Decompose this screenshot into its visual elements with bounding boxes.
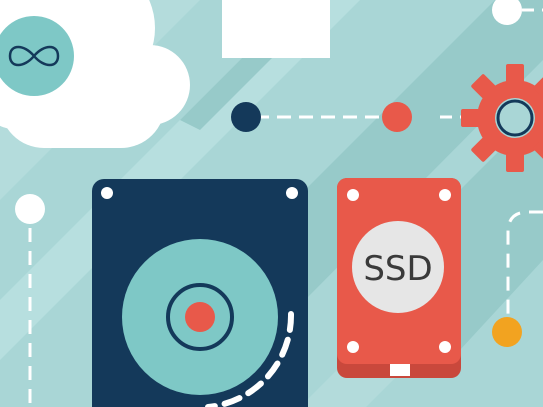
connector-dot-icon [492, 0, 522, 25]
connector-dot-icon [382, 102, 412, 132]
connector-dot-icon [15, 194, 45, 224]
connector-dot-icon [492, 317, 522, 347]
right-connector [492, 210, 543, 347]
infinity-icon [0, 16, 74, 96]
connector-dot-icon [231, 102, 261, 132]
left-connector [15, 194, 45, 407]
top-connector [231, 102, 412, 132]
white-block [222, 0, 330, 58]
gear-icon [461, 64, 543, 172]
hard-disk-drive-icon [92, 179, 308, 407]
ssd-label-disc [352, 221, 444, 313]
solid-state-drive-icon: SSD [337, 178, 461, 378]
ssd-label: SSD [363, 249, 432, 289]
